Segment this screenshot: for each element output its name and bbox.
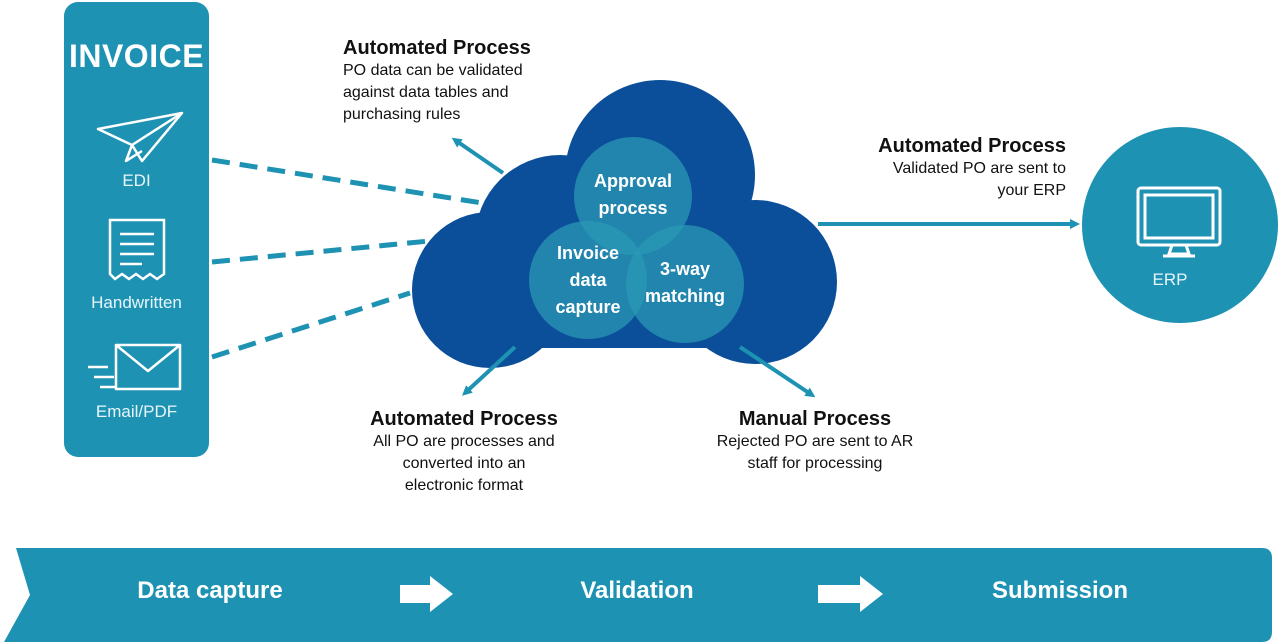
annotation-top-line: PO data can be validated (343, 62, 523, 79)
paper-plane-icon (96, 111, 184, 163)
annotation-top-heading: Automated Process (343, 37, 531, 59)
annotation-bottom-right-heading: Manual Process (738, 408, 892, 430)
envelope-icon (88, 343, 182, 391)
annotation-bottom-right-line: Rejected PO are sent to AR (716, 433, 914, 450)
arrow-to-bottom-right-annotation (738, 345, 816, 398)
annotation-right-line: Validated PO are sent to (892, 160, 1066, 177)
annotation-bottom-left-heading: Automated Process (370, 408, 558, 430)
invoice-panel: INVOICE EDI Handwritten Email/PDF (64, 2, 209, 457)
source-label-email: Email/PDF (95, 402, 178, 421)
annotation-bottom-right-line: staff for processing (747, 455, 883, 472)
arrow-to-top-annotation (451, 137, 505, 175)
matching-circle (626, 225, 744, 343)
erp-label: ERP (1152, 270, 1188, 289)
stage-data-capture: Data capture (137, 577, 283, 604)
annotation-bottom-left-line: All PO are processes and (373, 433, 555, 450)
dashed-connector-edi (211, 157, 483, 206)
annotation-bottom-left-line: electronic format (404, 477, 524, 494)
annotation-right: Automated Process Validated PO are sent … (846, 134, 1066, 202)
stage-arrow-2 (818, 576, 883, 612)
annotation-right-line: your ERP (997, 182, 1066, 199)
stage-arrow-1 (400, 576, 453, 612)
stage-validation: Validation (580, 577, 694, 604)
annotation-bottom-left-line: converted into an (402, 455, 526, 472)
annotation-right-heading: Automated Process (878, 135, 1066, 157)
source-label-edi: EDI (122, 171, 151, 190)
approval-process-label: Approval process (593, 171, 672, 218)
arrow-to-bottom-left-annotation (462, 345, 517, 396)
dashed-connector-email (211, 290, 411, 360)
annotation-bottom-right: Manual Process Rejected PO are sent to A… (690, 407, 940, 475)
invoice-capture-circle (529, 221, 647, 339)
invoice-title: INVOICE (68, 38, 205, 74)
annotation-top: Automated Process PO data can be validat… (343, 36, 573, 126)
receipt-icon (108, 218, 166, 281)
dashed-connector-handwritten (211, 237, 441, 265)
source-label-handwritten: Handwritten (91, 293, 182, 312)
annotation-top-line: against data tables and (343, 84, 509, 101)
stage-banner (4, 548, 1272, 642)
annotation-top-line: purchasing rules (343, 106, 461, 123)
erp-circle (1082, 127, 1278, 323)
stage-submission: Submission (991, 577, 1129, 604)
monitor-icon (1136, 186, 1222, 258)
three-way-matching-label: 3-way matching (644, 259, 725, 306)
invoice-data-capture-label: Invoice data capture (555, 243, 621, 317)
annotation-bottom-left: Automated Process All PO are processes a… (344, 407, 584, 497)
